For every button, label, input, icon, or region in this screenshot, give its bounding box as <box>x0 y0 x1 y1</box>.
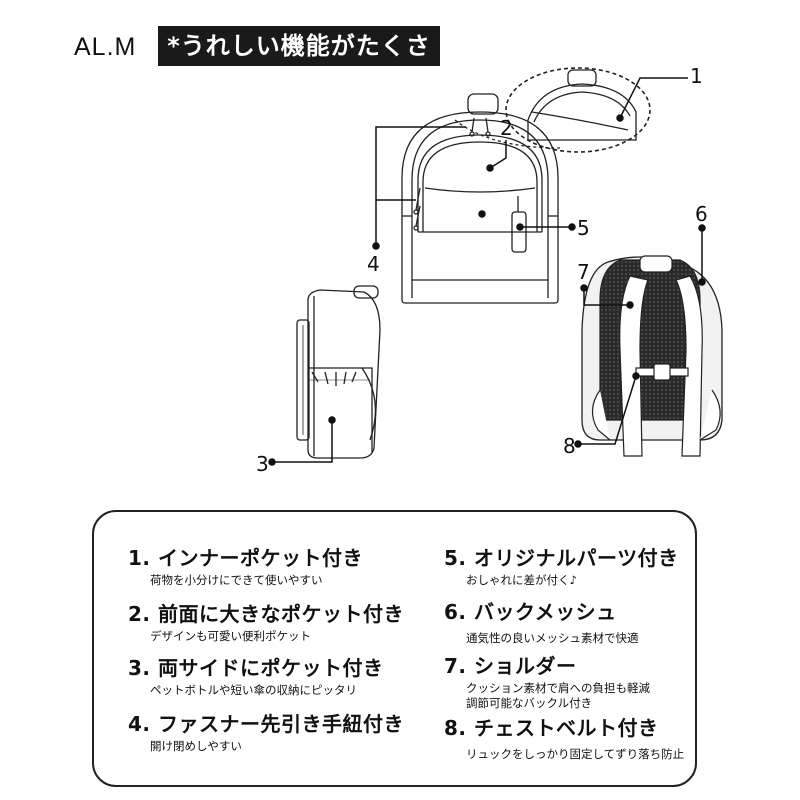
callout-3: 3 <box>256 452 269 476</box>
feature-desc: 開け閉めしやすい <box>150 739 242 753</box>
feature-item: 6. バックメッシュ 通気性の良いメッシュ素材で快適 <box>444 596 639 646</box>
feature-desc: ペットボトルや短い傘の収納にピッタリ <box>150 683 357 697</box>
back-view-drawing <box>581 255 723 457</box>
feature-item: 3. 両サイドにポケット付き ペットボトルや短い傘の収納にピッタリ <box>128 652 383 698</box>
features-panel: 1. インナーポケット付き 荷物を小分けにできて使いやすい 2. 前面に大きなポ… <box>92 510 697 787</box>
feature-desc: 調節可能なバックル付き <box>466 696 593 710</box>
feature-title: 4. ファスナー先引き手紐付き <box>128 712 404 736</box>
backpack-illustration <box>268 67 723 466</box>
feature-title: 1. インナーポケット付き <box>128 546 363 570</box>
feature-desc: リュックをしっかり固定してずり落ち防止 <box>466 747 685 761</box>
callout-6: 6 <box>695 202 708 226</box>
inner-pocket-zoom <box>454 67 651 153</box>
feature-title: 7. ショルダー <box>444 654 577 678</box>
feature-item: 5. オリジナルパーツ付き おしゃれに差が付く♪ <box>444 542 679 588</box>
callout-8: 8 <box>563 434 576 458</box>
side-backpack-drawing <box>296 285 381 459</box>
feature-item: 8. チェストベルト付き リュックをしっかり固定してずり落ち防止 <box>444 712 684 762</box>
feature-desc: クッション素材で肩への負担も軽減 <box>466 681 650 695</box>
feature-desc: おしゃれに差が付く♪ <box>466 573 577 587</box>
feature-title: 5. オリジナルパーツ付き <box>444 546 679 570</box>
feature-item: 2. 前面に大きなポケット付き デザインも可愛い便利ポケット <box>128 598 404 644</box>
feature-title: 6. バックメッシュ <box>444 600 617 624</box>
brand-logo: AL.M <box>74 33 137 61</box>
feature-banner: *うれしい機能がたくさん* <box>158 26 440 100</box>
feature-desc: 荷物を小分けにできて使いやすい <box>150 573 323 587</box>
callout-1: 1 <box>690 64 703 88</box>
feature-title: 8. チェストベルト付き <box>444 716 659 740</box>
feature-item: 7. ショルダー クッション素材で肩への負担も軽減 調節可能なバックル付き <box>444 650 650 711</box>
feature-desc: 通気性の良いメッシュ素材で快適 <box>466 631 639 645</box>
feature-item: 4. ファスナー先引き手紐付き 開け閉めしやすい <box>128 708 404 754</box>
callout-2: 2 <box>500 116 513 140</box>
feature-item: 1. インナーポケット付き 荷物を小分けにできて使いやすい <box>128 542 363 588</box>
callout-5: 5 <box>577 216 590 240</box>
front-backpack-drawing <box>401 93 559 304</box>
callout-4: 4 <box>367 252 380 276</box>
feature-title: 3. 両サイドにポケット付き <box>128 656 384 680</box>
callout-7: 7 <box>577 260 590 284</box>
feature-title: 2. 前面に大きなポケット付き <box>128 602 404 626</box>
feature-desc: デザインも可愛い便利ポケット <box>150 629 311 643</box>
